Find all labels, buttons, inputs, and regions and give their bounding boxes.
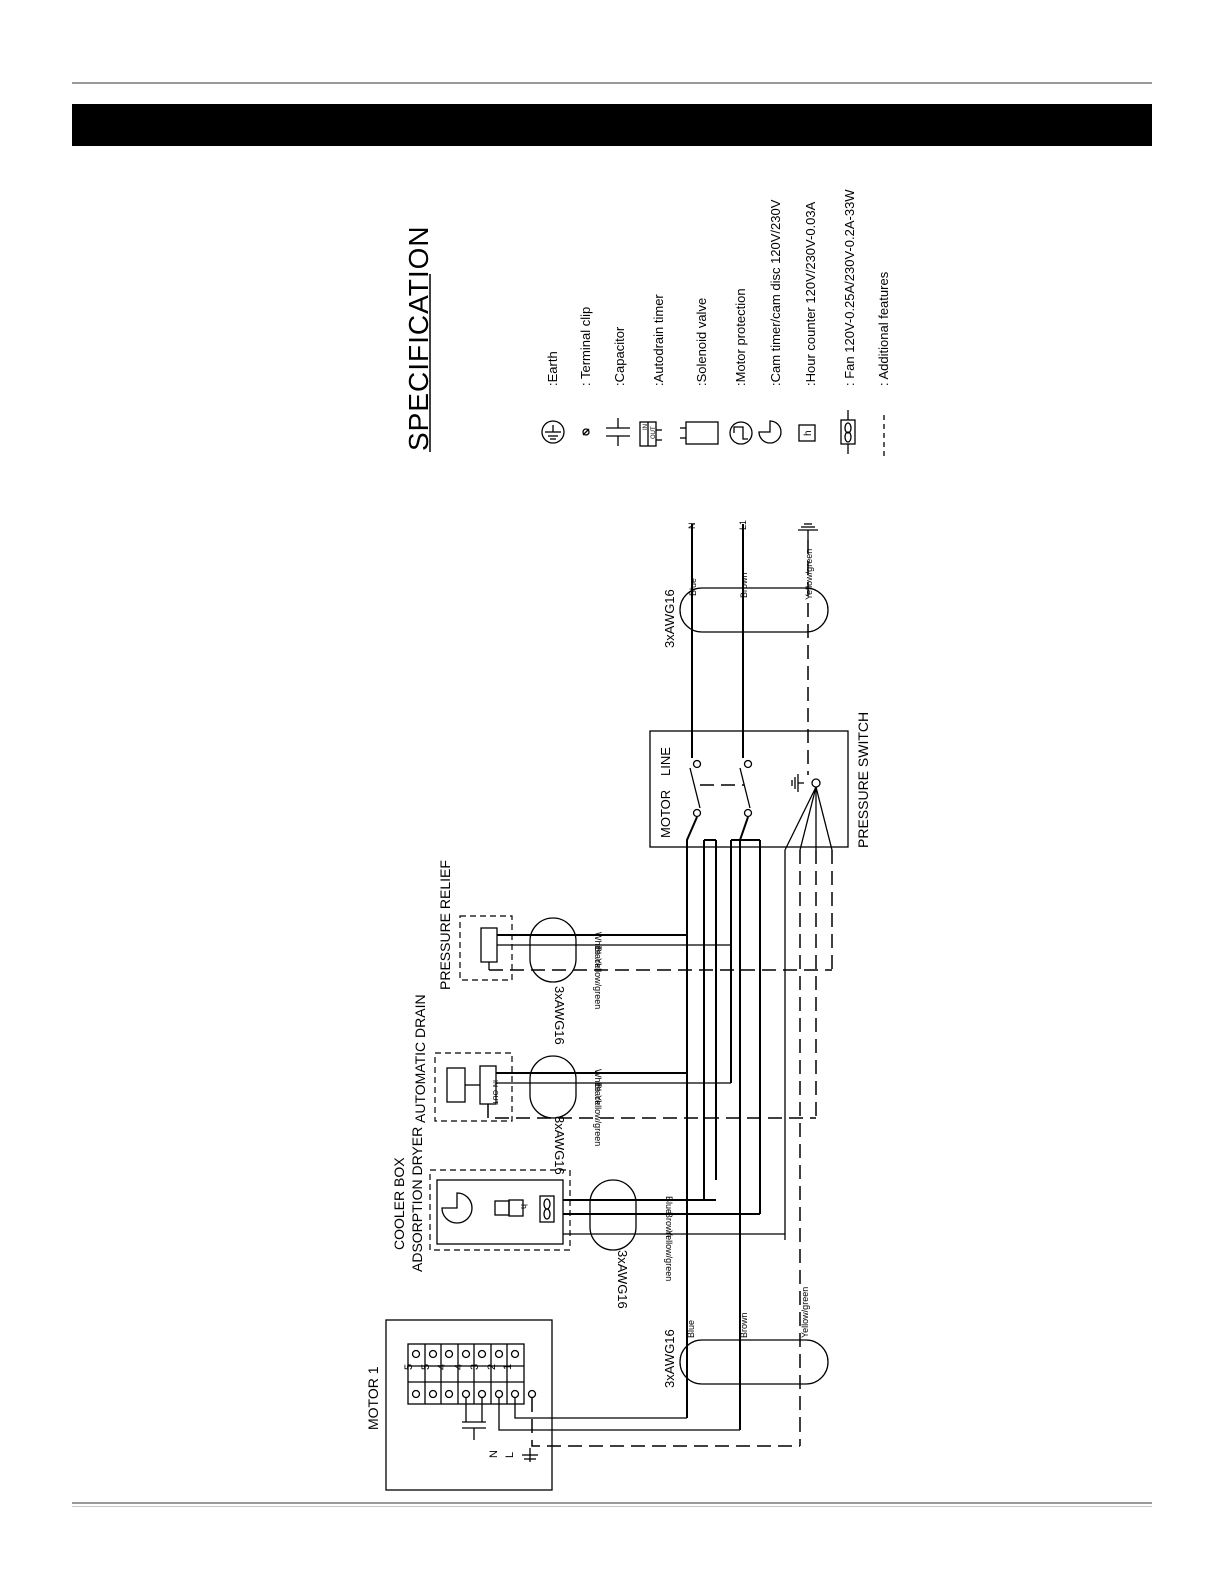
capacitor-icon <box>606 418 630 446</box>
cooler-box: COOLER BOX ADSORPTION DRYER h Blue Brown… <box>391 1127 785 1309</box>
supply-cable-label: 3xAWG16 <box>662 589 677 648</box>
motor-wire-brown: Brown <box>739 1312 749 1338</box>
motor-terminal-clips <box>411 1349 537 1399</box>
spec-label-solenoid-valve: :Solenoid valve <box>694 298 709 386</box>
supply-earth-icon <box>798 523 818 540</box>
hour-counter-icon: h <box>798 424 816 442</box>
cooler-box-wire-brown: Brown <box>664 1212 674 1238</box>
spec-label-earth: :Earth <box>545 351 560 386</box>
automatic-drain-wire-yellow-green: Yellow/green <box>593 1095 603 1146</box>
motor-earth-icon <box>522 1448 538 1462</box>
fan-icon <box>840 410 856 454</box>
terminal-clip-icon <box>582 428 590 436</box>
bottom-rule-secondary <box>72 1506 1152 1507</box>
svg-text:IN: IN <box>643 424 649 430</box>
spec-label-autodrain-timer: :Autodrain timer <box>651 294 666 386</box>
pressure-switch: PRESSURE SWITCH MOTOR LINE <box>649 712 871 851</box>
motor-terminal-number: 1 <box>502 1364 514 1370</box>
internal-wiring <box>686 816 833 1418</box>
supply-wire-yellow-green: Yellow/green <box>804 549 814 600</box>
pressure-relief-cable-label: 3xAWG16 <box>552 986 567 1045</box>
automatic-drain-cable-label: 3xAWG16 <box>552 1116 567 1175</box>
spec-label-cam-timer: :Cam timer/cam disc 120V/230V <box>768 199 783 386</box>
cooler-box-wire-yellow-green: Yellow/green <box>664 1230 674 1281</box>
spec-label-fan: : Fan 120V-0.25A/230V-0.2A-33W <box>842 189 857 386</box>
pressure-relief-wire-black: Black <box>593 946 603 969</box>
autodrain-timer-icon: OUT IN <box>639 421 662 447</box>
motor-terminal-number: 3 <box>469 1364 481 1370</box>
automatic-drain: AUTOMATIC DRAIN IN OUT White Black Yello… <box>412 994 816 1175</box>
motor-supply-n: N <box>488 1450 500 1458</box>
svg-text:h: h <box>803 430 814 436</box>
motor-cable-label: 3xAWG16 <box>662 1329 677 1388</box>
motor-terminal-number: 4 <box>436 1364 448 1370</box>
motor-protection-icon <box>729 421 753 445</box>
spec-label-terminal-clip: : Terminal clip <box>578 307 593 386</box>
supply-wire-brown: Brown <box>739 572 749 598</box>
svg-text:OUT: OUT <box>651 426 657 439</box>
motor-terminal-number: 5 <box>403 1364 415 1370</box>
terminal-l1: L1 <box>738 520 748 530</box>
cooler-box-label-line2: ADSORPTION DRYER <box>409 1127 425 1272</box>
spec-label-hour-counter: :Hour counter 120V/230V-0.03A <box>803 201 818 386</box>
cooler-box-label-line1: COOLER BOX <box>391 1157 407 1250</box>
pressure-relief-wire-yellow-green: Yellow/green <box>593 958 603 1009</box>
motor-terminal-number: 2 <box>486 1364 498 1370</box>
pressure-relief-wire-white: White <box>593 932 603 955</box>
pressure-switch-earth-icon <box>791 774 804 792</box>
supply-cable: 3xAWG16 Blue Brown Yellow/green N L1 <box>662 520 829 775</box>
pressure-switch-motor-label: MOTOR <box>658 790 673 838</box>
cooler-box-cable-label: 3xAWG16 <box>615 1250 630 1309</box>
solenoid-valve-icon <box>680 421 719 445</box>
supply-wire-blue: Blue <box>688 578 698 596</box>
pressure-relief-label: PRESSURE RELIEF <box>437 860 453 990</box>
motor-terminal-number: 4 <box>453 1364 465 1370</box>
automatic-drain-label: AUTOMATIC DRAIN <box>412 994 428 1123</box>
motor-wire-yellow-green: Yellow/green <box>800 1287 810 1338</box>
svg-text:h: h <box>519 1204 529 1209</box>
automatic-drain-out-label: OUT <box>491 1090 498 1106</box>
motor-1-label: MOTOR 1 <box>365 1366 381 1430</box>
terminal-n: N <box>687 523 697 530</box>
pressure-switch-line-label: LINE <box>658 747 673 776</box>
cam-timer-icon <box>758 420 782 444</box>
specification-legend: SPECIFICATION OUT IN <box>403 189 891 460</box>
motor-wire-blue: Blue <box>686 1320 696 1338</box>
motor-1: MOTOR 1 5 5 4 4 3 2 1 <box>365 1287 829 1491</box>
spec-label-additional-features: : Additional features <box>876 271 891 386</box>
spec-label-capacitor: :Capacitor <box>612 326 627 386</box>
pressure-relief: PRESSURE RELIEF White Black Yellow/green… <box>437 860 832 1045</box>
automatic-drain-in-label: IN <box>491 1080 498 1087</box>
top-rule <box>72 82 1152 84</box>
motor-capacitor-icon <box>462 1398 486 1440</box>
bottom-rule <box>72 1502 1152 1504</box>
automatic-drain-wire-white: White <box>593 1069 603 1092</box>
motor-terminal-number: 5 <box>420 1364 432 1370</box>
earth-icon <box>541 420 565 444</box>
automatic-drain-wire-black: Black <box>593 1083 603 1106</box>
spec-label-motor-protection: :Motor protection <box>733 288 748 386</box>
pressure-switch-label: PRESSURE SWITCH <box>855 712 871 848</box>
cooler-box-wire-blue: Blue <box>664 1196 674 1214</box>
spec-title: SPECIFICATION <box>403 225 434 451</box>
motor-supply-l: L <box>504 1452 516 1458</box>
title-bar <box>72 104 1152 146</box>
